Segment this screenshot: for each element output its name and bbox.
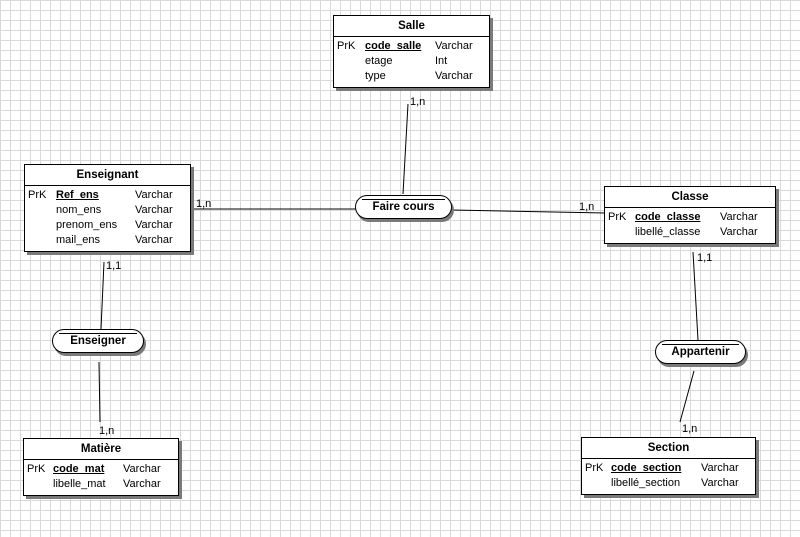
- attribute-type: Int: [435, 55, 448, 67]
- attribute-type: Varchar: [123, 463, 161, 475]
- entity-classe[interactable]: Classe PrK code_classe Varchar libellé_c…: [604, 186, 776, 244]
- attribute-name: libellé_section: [611, 477, 681, 489]
- entity-title: Section: [582, 438, 755, 459]
- link-classe-appartenir: [692, 251, 699, 341]
- attribute-name: etage: [365, 55, 393, 67]
- attribute-name: libellé_classe: [635, 226, 701, 238]
- entity-matiere[interactable]: Matière PrK code_mat Varchar libelle_mat…: [23, 438, 179, 496]
- entity-enseignant[interactable]: Enseignant PrK Ref_ens Varchar nom_ens V…: [24, 164, 191, 252]
- attribute-row: prenom_ens Varchar: [25, 218, 190, 233]
- attribute-type: Varchar: [135, 219, 173, 231]
- attribute-list: PrK code_classe Varchar libellé_classe V…: [605, 208, 775, 243]
- attribute-name: Ref_ens: [56, 189, 99, 201]
- cardinality-classe-appartenir: 1,1: [697, 252, 713, 264]
- attribute-type: Varchar: [435, 40, 473, 52]
- primary-key-marker: PrK: [337, 40, 356, 52]
- attribute-row: type Varchar: [334, 69, 489, 84]
- cardinality-enseignant-faire-cours: 1,n: [196, 198, 212, 210]
- attribute-row: libelle_mat Varchar: [24, 477, 178, 492]
- attribute-row: PrK code_salle Varchar: [334, 39, 489, 54]
- entity-title: Salle: [334, 16, 489, 37]
- attribute-name: code_classe: [635, 211, 701, 223]
- attribute-list: PrK code_salle Varchar etage Int type Va…: [334, 37, 489, 87]
- cardinality-matiere: 1,n: [99, 425, 115, 437]
- attribute-row: PrK code_classe Varchar: [605, 210, 775, 225]
- attribute-name: code_section: [611, 462, 682, 474]
- primary-key-marker: PrK: [608, 211, 627, 223]
- cardinality-classe-faire-cours: 1,n: [579, 201, 595, 213]
- attribute-name: libelle_mat: [53, 478, 106, 490]
- attribute-row: mail_ens Varchar: [25, 233, 190, 248]
- relation-enseigner[interactable]: Enseigner: [52, 329, 144, 353]
- attribute-row: PrK Ref_ens Varchar: [25, 188, 190, 203]
- attribute-name: type: [365, 70, 386, 82]
- attribute-row: nom_ens Varchar: [25, 203, 190, 218]
- attribute-list: PrK code_mat Varchar libelle_mat Varchar: [24, 460, 178, 495]
- attribute-name: nom_ens: [56, 204, 102, 216]
- link-enseignant-enseigner: [100, 261, 105, 330]
- link-salle-faire-cours: [402, 103, 409, 195]
- attribute-name: code_mat: [53, 463, 105, 475]
- entity-title: Enseignant: [25, 165, 190, 186]
- primary-key-marker: PrK: [27, 463, 46, 475]
- attribute-row: libellé_section Varchar: [582, 476, 755, 491]
- relation-faire-cours[interactable]: Faire cours: [355, 195, 452, 219]
- attribute-type: Varchar: [135, 234, 173, 246]
- attribute-name: code_salle: [365, 40, 422, 52]
- cardinality-enseignant-enseigner: 1,1: [106, 260, 122, 272]
- entity-section[interactable]: Section PrK code_section Varchar libellé…: [581, 437, 756, 495]
- attribute-type: Varchar: [720, 226, 758, 238]
- attribute-list: PrK code_section Varchar libellé_section…: [582, 459, 755, 494]
- attribute-name: prenom_ens: [56, 219, 118, 231]
- attribute-type: Varchar: [701, 477, 739, 489]
- attribute-list: PrK Ref_ens Varchar nom_ens Varchar pren…: [25, 186, 190, 251]
- entity-title: Classe: [605, 187, 775, 208]
- attribute-type: Varchar: [701, 462, 739, 474]
- link-appartenir-section: [679, 370, 695, 423]
- attribute-type: Varchar: [435, 70, 473, 82]
- entity-salle[interactable]: Salle PrK code_salle Varchar etage Int t…: [333, 15, 490, 88]
- attribute-type: Varchar: [135, 204, 173, 216]
- link-enseigner-matiere: [98, 361, 101, 423]
- attribute-row: PrK code_section Varchar: [582, 461, 755, 476]
- attribute-row: etage Int: [334, 54, 489, 69]
- attribute-type: Varchar: [135, 189, 173, 201]
- attribute-name: mail_ens: [56, 234, 101, 246]
- attribute-row: PrK code_mat Varchar: [24, 462, 178, 477]
- attribute-type: Varchar: [123, 478, 161, 490]
- attribute-type: Varchar: [720, 211, 758, 223]
- cardinality-salle: 1,n: [410, 96, 426, 108]
- primary-key-marker: PrK: [585, 462, 604, 474]
- link-faire-cours-classe: [451, 209, 606, 214]
- primary-key-marker: PrK: [28, 189, 47, 201]
- entity-title: Matière: [24, 439, 178, 460]
- attribute-row: libellé_classe Varchar: [605, 225, 775, 240]
- cardinality-section: 1,n: [682, 423, 698, 435]
- relation-appartenir[interactable]: Appartenir: [655, 340, 746, 364]
